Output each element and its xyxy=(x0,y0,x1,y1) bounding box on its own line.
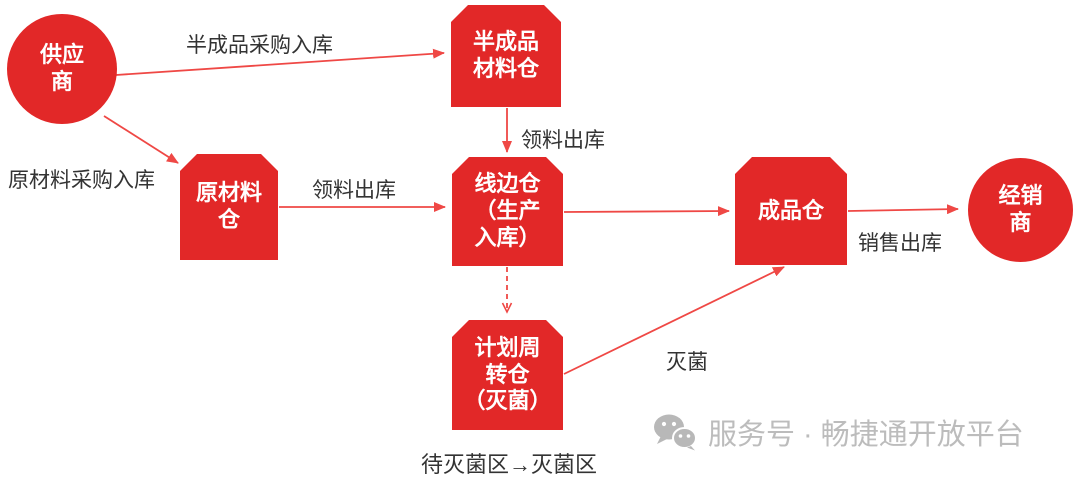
node-label-line: 入库） xyxy=(474,224,541,250)
edge-label-sales-outbound: 销售出库 xyxy=(858,232,942,255)
node-distributor: 经销 商 xyxy=(968,158,1073,262)
node-line-side-warehouse: 线边仓 （生产 入库） xyxy=(452,157,563,266)
arrow-supplier-to-semi-warehouse xyxy=(115,48,445,76)
node-label-line: 原材料 xyxy=(195,180,262,206)
node-label-line: 转仓 xyxy=(485,361,530,387)
node-label-line: 供应 xyxy=(39,42,84,68)
node-label-line: （生产 xyxy=(474,198,541,224)
watermark-text: 服务号 · 畅捷通开放平台 xyxy=(708,419,1024,451)
node-finished-goods-warehouse: 成品仓 xyxy=(735,157,847,265)
arrow-lineside-to-finished-warehouse xyxy=(563,206,730,217)
node-label-line: 半成品 xyxy=(472,29,539,55)
node-planned-turnover-warehouse: 计划周 转仓 （灭菌） xyxy=(452,320,563,430)
node-label-line: 仓 xyxy=(217,207,240,232)
wechat-icon xyxy=(654,414,697,451)
node-label-line: 计划周 xyxy=(474,334,541,360)
arrow-finished-to-distributor xyxy=(847,204,959,215)
node-supplier: 供应 商 xyxy=(7,14,117,124)
edge-label-raw-material-purchase-inbound: 原材料采购入库 xyxy=(8,169,155,192)
node-raw-material-warehouse: 原材料 仓 xyxy=(180,154,278,260)
footnote-sterilization-zones: 待灭菌区→灭菌区 xyxy=(421,452,598,477)
watermark: 服务号 · 畅捷通开放平台 xyxy=(652,411,1024,453)
edge-label-semi-finished-purchase-inbound: 半成品采购入库 xyxy=(186,34,333,57)
edge-label-material-pick-outbound-semi: 领料出库 xyxy=(521,129,605,152)
arrow-turnover-to-finished-warehouse xyxy=(563,266,785,375)
node-label-line: （灭菌） xyxy=(463,388,552,414)
node-label-line: 经销 xyxy=(998,183,1043,209)
node-label-line: 成品仓 xyxy=(757,197,824,223)
node-label-line: 材料仓 xyxy=(472,56,539,81)
edge-label-sterilization: 灭菌 xyxy=(666,351,708,374)
node-semi-material-warehouse: 半成品 材料仓 xyxy=(451,5,561,107)
node-label-line: 商 xyxy=(50,69,73,94)
node-label-line: 商 xyxy=(1009,210,1032,235)
edge-label-material-pick-outbound-raw: 领料出库 xyxy=(312,179,396,202)
arrow-supplier-to-raw-warehouse xyxy=(103,115,179,164)
node-label-line: 线边仓 xyxy=(474,171,541,197)
